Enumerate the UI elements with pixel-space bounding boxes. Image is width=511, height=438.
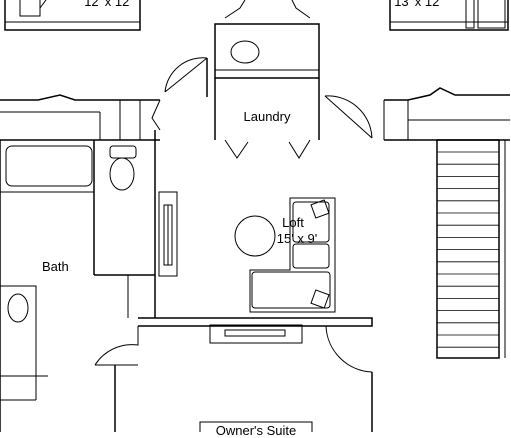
top-right-room-dims: 13' x 12' [394,0,442,9]
top-left-room-dims: 12' x 12' [84,0,132,9]
top-left-bedroom [4,0,141,31]
owners-suite-box [199,421,313,432]
loft-dims: 15' x 9' [276,231,318,246]
upper-closet-doors [224,0,311,19]
laundry-label: Laundry [243,109,291,124]
loft-walls [94,130,373,432]
bath-label: Bath [42,259,69,274]
laundry-room [164,23,373,159]
bath-room [0,139,155,432]
stairs [436,139,506,359]
top-right-bedroom [389,0,509,31]
loft-furniture [234,197,336,313]
loft-label: Loft [282,215,304,230]
owners-suite-label: Owner's Suite [215,423,297,438]
